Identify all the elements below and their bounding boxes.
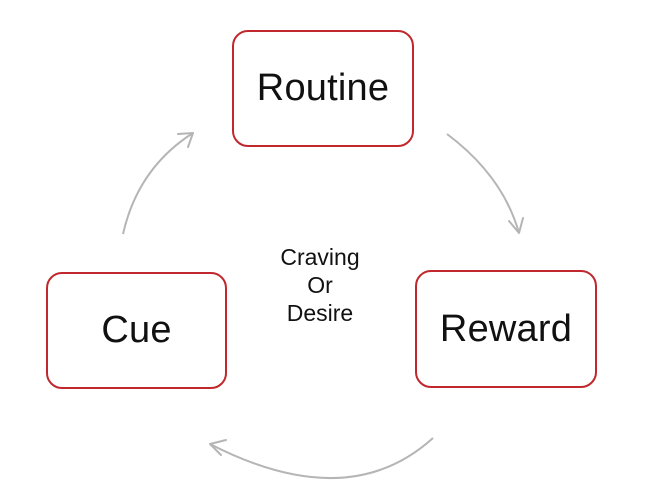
node-cue: Cue (46, 272, 227, 389)
arrow-routine-to-reward (446, 133, 524, 234)
center-label-line-3: Desire (286, 300, 354, 326)
node-routine: Routine (232, 30, 414, 147)
arrow-cue-to-routine (122, 132, 194, 235)
center-label: Craving Or Desire (250, 243, 390, 327)
node-cue-label: Cue (101, 309, 172, 351)
node-reward: Reward (415, 270, 597, 388)
arrow-reward-to-cue (209, 437, 434, 479)
node-reward-label: Reward (439, 307, 573, 350)
center-label-line-2: Or (307, 272, 333, 298)
center-label-line-1: Craving (280, 244, 360, 270)
node-routine-label: Routine (256, 67, 390, 109)
